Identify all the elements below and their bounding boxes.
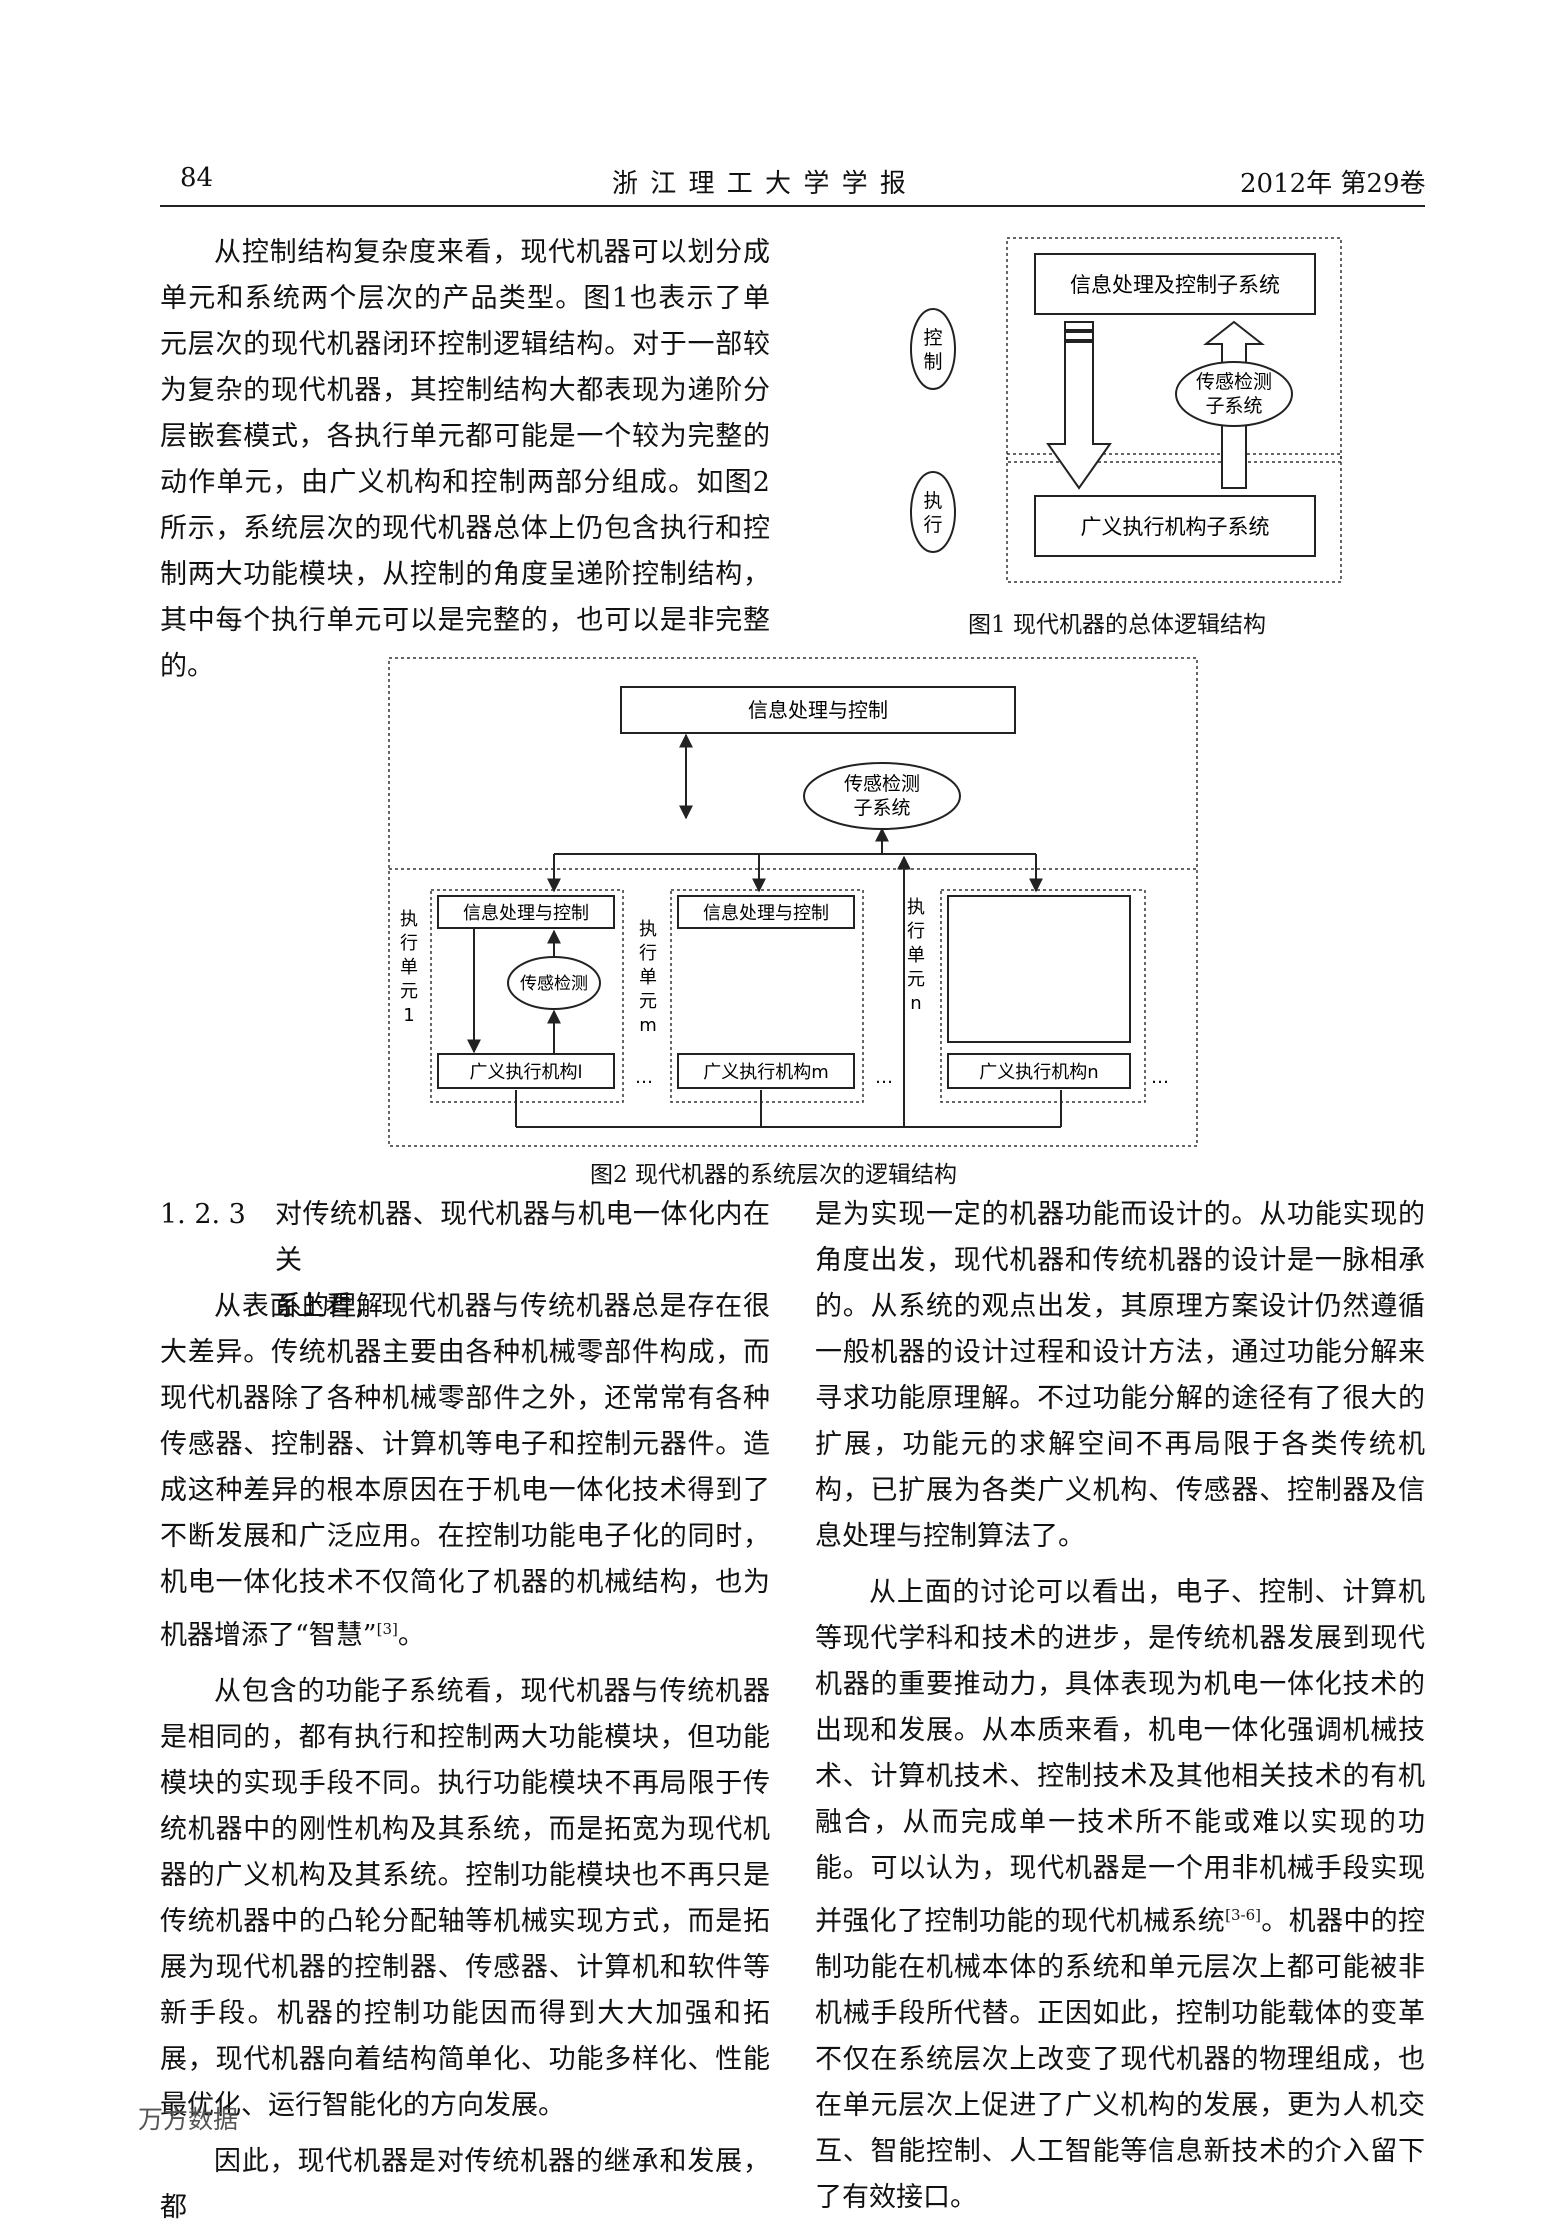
fig1-top-box: [1034, 253, 1316, 315]
fig2-top-box-label: 信息处理与控制: [748, 698, 888, 722]
unitn-label-4: 元: [907, 969, 925, 990]
unitm-label-4: 元: [639, 991, 657, 1012]
control-label-2: 制: [923, 351, 942, 373]
down-arrow: [1046, 321, 1112, 490]
unitn-label-5: n: [910, 993, 921, 1014]
exec-label-1: 执: [923, 490, 942, 512]
section-heading: 1. 2. 3 对传统机器、现代机器与机电一体化内在关 系的理解: [160, 1192, 770, 1330]
intro-paragraph: 从控制结构复杂度来看，现代机器可以划分成单元和系统两个层次的产品类型。图1也表示…: [160, 230, 770, 690]
fig1-bottom-box: [1034, 495, 1316, 557]
figure-2: 信息处理与控制 传感检测 子系统 信息处理与控制 传感检测 广义执行机构l 执 …: [388, 657, 1198, 1147]
unitm-mech-label: 广义执行机构m: [703, 1062, 829, 1083]
exec-region: [1006, 453, 1342, 583]
citation-3-6: [3-6]: [1225, 1906, 1261, 1924]
unitn-label-2: 行: [907, 921, 925, 942]
exec-label-2: 行: [923, 514, 942, 536]
exec-unit-1: 信息处理与控制 传感检测 广义执行机构l: [430, 889, 624, 1103]
header-rule: [160, 205, 1425, 207]
figure-1: 信息处理及控制子系统 广义执行机构子系统 传感检测 子系统 控 制 执 行: [910, 237, 1342, 583]
section-title-1: 对传统机器、现代机器与机电一体化内在关: [275, 1199, 770, 1276]
control-label-oval: [910, 308, 956, 390]
unitn-label-1: 执: [907, 897, 925, 918]
unit1-label-3: 单: [400, 957, 418, 978]
fig1-bottom-box-label: 广义执行机构子系统: [1081, 515, 1270, 539]
right-body: 是为实现一定的机器功能而设计的。从功能实现的角度出发，现代机器和传统机器的设计是…: [815, 1192, 1425, 2221]
fig1-top-box-label: 信息处理及控制子系统: [1070, 273, 1280, 297]
unitm-label-1: 执: [639, 919, 657, 940]
figure-1-caption: 图1 现代机器的总体逻辑结构: [968, 612, 1266, 638]
ellipsis-m: …: [875, 1067, 893, 1088]
right-paragraph-2: 从上面的讨论可以看出，电子、控制、计算机等现代学科和技术的进步，是传统机器发展到…: [815, 1570, 1425, 2221]
section-number: 1. 2. 3: [160, 1199, 246, 1230]
watermark: 万方数据: [138, 2105, 239, 2134]
volume-info: 2012年 第29卷: [1240, 169, 1426, 199]
unitm-label-5: m: [639, 1015, 657, 1036]
unitm-label-2: 行: [639, 943, 657, 964]
unit1-sensor-label: 传感检测: [520, 974, 588, 994]
left-paragraph-3: 因此，现代机器是对传统机器的继承和发展，都: [160, 2146, 770, 2223]
left-p1-text: 从表面上看，现代机器与传统机器总是存在很大差异。传统机器主要由各种机械零部件构成…: [160, 1291, 770, 1651]
left-paragraph-2: 从包含的功能子系统看，现代机器与传统机器是相同的，都有执行和控制两大功能模块，但…: [160, 1676, 770, 2121]
section-title-2: 系的理解: [275, 1291, 383, 1322]
unitn-label-3: 单: [907, 945, 925, 966]
figure-2-caption: 图2 现代机器的系统层次的逻辑结构: [590, 1162, 957, 1188]
right-paragraph-1: 是为实现一定的机器功能而设计的。从功能实现的角度出发，现代机器和传统机器的设计是…: [815, 1199, 1425, 1552]
fig2-sensor-line1: 传感检测: [844, 773, 920, 795]
paragraph: 从控制结构复杂度来看，现代机器可以划分成单元和系统两个层次的产品类型。图1也表示…: [160, 237, 770, 682]
unitm-ctrl-label: 信息处理与控制: [703, 903, 829, 924]
system-boundary: [388, 657, 1198, 1147]
unitn-mech-label: 广义执行机构n: [979, 1062, 1098, 1083]
fig2-top-box: [620, 686, 1016, 734]
journal-title: 浙 江 理 工 大 学 学 报: [612, 169, 908, 199]
left-body: 从表面上看，现代机器与传统机器总是存在很大差异。传统机器主要由各种机械零部件构成…: [160, 1284, 770, 2231]
exec-unit-n: 广义执行机构n: [940, 889, 1146, 1103]
control-region: [1006, 237, 1342, 463]
left-p1-end: 。: [397, 1620, 425, 1651]
page-number: 84: [180, 163, 214, 193]
ellipsis-1: …: [635, 1067, 653, 1088]
unit1-label-5: 1: [403, 1005, 414, 1026]
unitm-label-3: 单: [639, 967, 657, 988]
unit1-label-4: 元: [400, 981, 418, 1002]
left-paragraph-1: 从表面上看，现代机器与传统机器总是存在很大差异。传统机器主要由各种机械零部件构成…: [160, 1284, 770, 1659]
right-p2-text: 从上面的讨论可以看出，电子、控制、计算机等现代学科和技术的进步，是传统机器发展到…: [815, 1577, 1425, 1937]
fig2-sensor-line2: 子系统: [853, 797, 910, 819]
exec-unit-m: 信息处理与控制 广义执行机构m: [670, 889, 864, 1103]
unit1-label-2: 行: [400, 933, 418, 954]
ellipsis-n: …: [1151, 1067, 1169, 1088]
control-label-1: 控: [923, 327, 942, 349]
citation-3: [3]: [376, 1620, 398, 1638]
exec-label-oval: [910, 471, 956, 553]
unit1-mech-label: 广义执行机构l: [469, 1062, 582, 1083]
unit1-label-1: 执: [400, 909, 418, 930]
fig1-sensor: [1175, 361, 1293, 427]
fig1-sensor-line1: 传感检测: [1196, 371, 1272, 393]
fig1-sensor-line2: 子系统: [1205, 395, 1262, 417]
right-p2-text-b: 。机器中的控制功能在机械本体的系统和单元层次上都可能被非机械手段所代替。正因如此…: [815, 1906, 1426, 2213]
unit1-ctrl-label: 信息处理与控制: [463, 903, 589, 924]
